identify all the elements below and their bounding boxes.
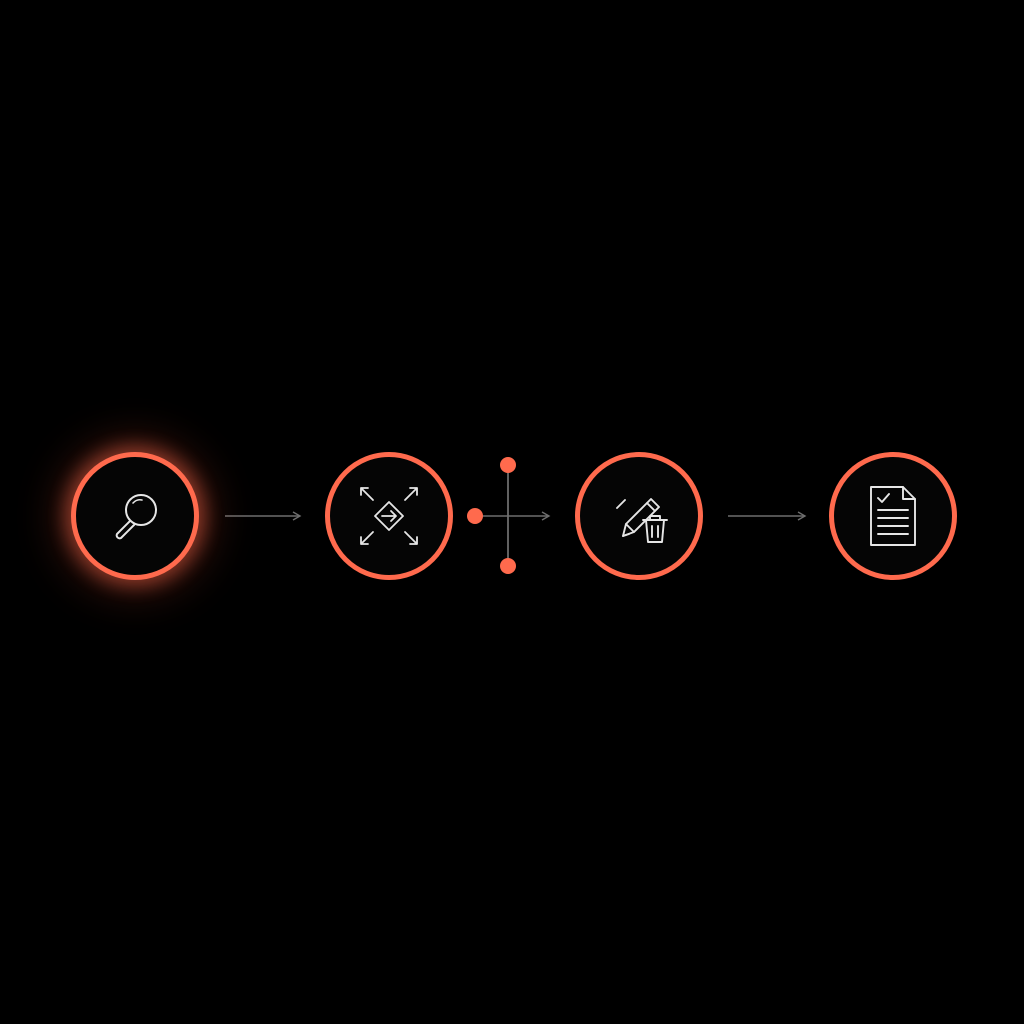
junction-dot-top [500,457,516,473]
junction-dot-left [467,508,483,524]
step-edit-node[interactable] [575,452,703,580]
step-document-node[interactable] [829,452,957,580]
step-search-node[interactable] [71,452,199,580]
junction-dot-bottom [500,558,516,574]
junction-connector [467,457,551,574]
step-route-node[interactable] [325,452,453,580]
pencil-trash-icon [616,498,668,543]
checklist-document-icon [870,486,916,546]
magnifier-icon [115,494,157,540]
diamond-arrow-expand-icon [360,487,418,545]
